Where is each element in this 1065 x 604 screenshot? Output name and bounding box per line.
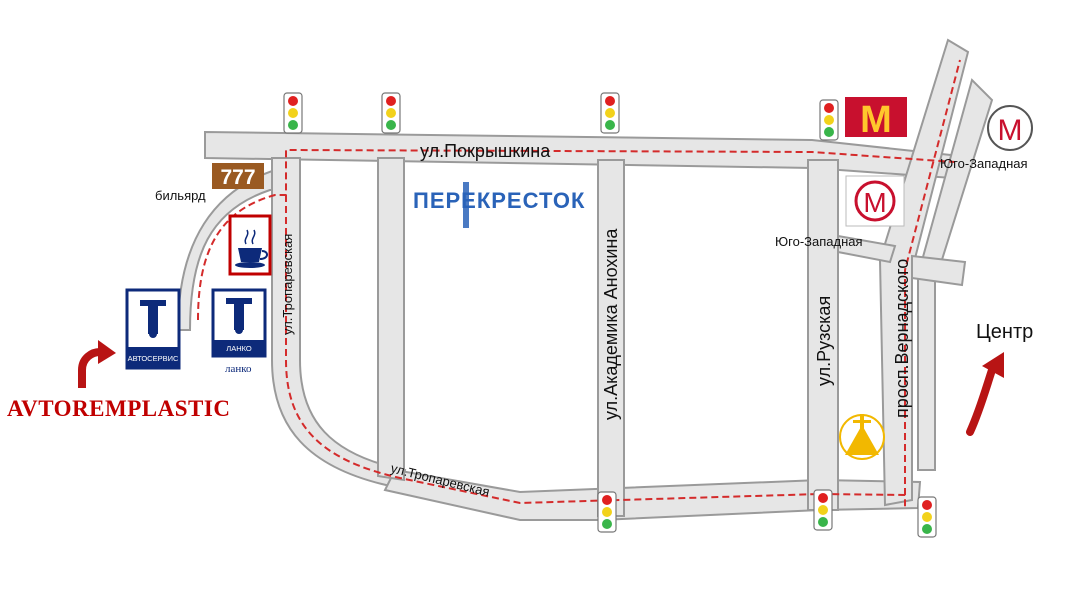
arrow-icon — [966, 352, 1004, 436]
coffee-cup-icon — [235, 229, 268, 268]
metro-2-letter: М — [863, 187, 886, 218]
arrow-icon — [78, 340, 116, 388]
cafe-sign — [228, 214, 272, 276]
traffic-light-icon — [917, 496, 937, 538]
route-line-main — [197, 148, 956, 321]
church-icon — [839, 414, 885, 460]
company-name: AVTOREMPLASTIC — [7, 396, 230, 421]
center-label: Центр — [976, 321, 1033, 343]
metro-icon: М — [987, 105, 1033, 151]
traffic-light-icon — [600, 92, 620, 134]
autoservice-sign-2: ЛАНКО — [211, 288, 267, 358]
street-label-troparevskaya-vertical: ул.Тропаревская — [280, 234, 295, 335]
billiard-badge: 777 — [212, 163, 264, 189]
road-network — [176, 38, 994, 521]
street-label-ruzskaya: ул.Рузская — [814, 296, 834, 386]
road-side-connector — [911, 254, 967, 287]
road-inner-vertical-1 — [377, 157, 405, 482]
traffic-light-icon — [597, 491, 617, 533]
road-pokryshkina — [204, 130, 962, 180]
street-label-pokryshkina: ул.Покрышкина — [420, 141, 551, 161]
autoservice-2-caption: ланко — [225, 363, 252, 375]
mcdonalds-logo: M — [845, 97, 907, 141]
metro-2-name: Юго-Западная — [775, 234, 863, 249]
perekrestok-text: ПЕРЕКРЕСТОК — [413, 188, 585, 213]
street-label-vernadskogo: просп.Вернадского — [892, 259, 912, 418]
metro-1-name: Юго-Западная — [940, 156, 1028, 171]
traffic-light-icon — [381, 92, 401, 134]
metro-icon: М — [845, 175, 905, 227]
billiard-label: бильярд — [155, 188, 206, 203]
road-metro-connector — [837, 234, 897, 264]
wrench-icon — [226, 298, 252, 334]
wrench-icon — [140, 300, 166, 338]
autoservice-sign-1: АВТОСЕРВИС — [125, 288, 181, 370]
road-troparevskaya-bottom — [383, 468, 922, 521]
badge-777-text: 777 — [220, 166, 255, 189]
route-line-vernadskogo — [904, 59, 961, 495]
mcdonalds-letter: M — [860, 99, 892, 141]
road-akademika-anokhina — [597, 159, 625, 517]
autoservice-1-label: АВТОСЕРВИС — [128, 354, 179, 363]
route-path — [197, 59, 961, 510]
traffic-light-icon — [283, 92, 303, 134]
traffic-light-icon — [819, 99, 839, 141]
perekrestok-logo: ПЕРЕКРЕСТОК — [413, 182, 585, 228]
metro-1-letter: М — [998, 114, 1023, 147]
traffic-light-icon — [813, 489, 833, 531]
traffic-lights — [283, 92, 937, 538]
street-label-akademika-anokhina: ул.Академика Анохина — [601, 228, 621, 420]
route-line-left — [285, 195, 906, 510]
road-ruzskaya — [807, 159, 839, 511]
autoservice-2-label: ЛАНКО — [226, 344, 252, 353]
